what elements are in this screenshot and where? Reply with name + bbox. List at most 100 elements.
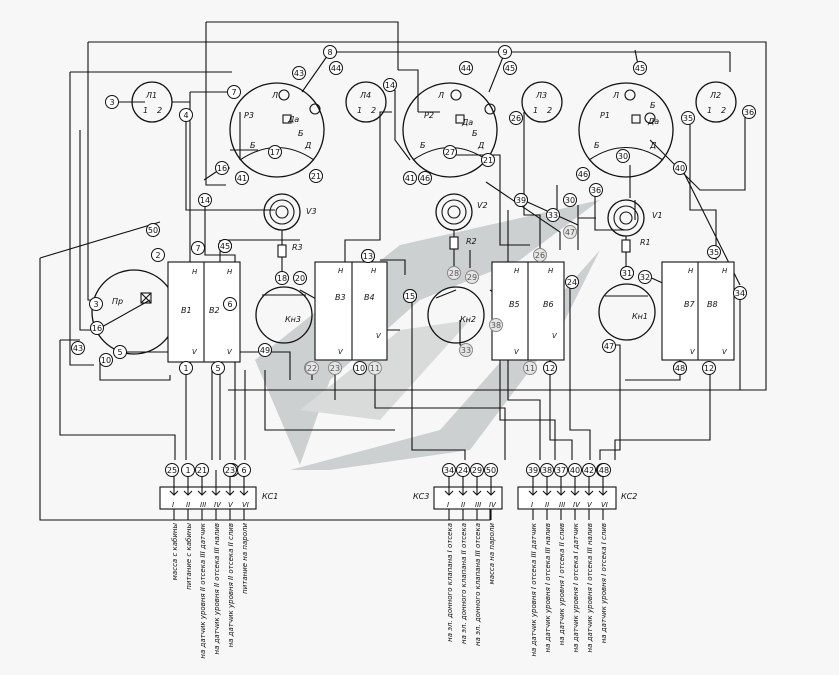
svg-text:V: V <box>514 348 520 356</box>
svg-text:26: 26 <box>511 114 521 123</box>
connector-pin-numeral: III <box>559 501 565 509</box>
svg-text:R2: R2 <box>466 237 477 246</box>
svg-text:Л3: Л3 <box>535 91 547 100</box>
wire-number-tags: 1234567891011121314151617182021222324252… <box>71 45 756 477</box>
svg-text:Да: Да <box>461 118 473 127</box>
wire-tag: 46 <box>576 167 590 181</box>
svg-text:20: 20 <box>295 274 305 283</box>
wire-tag: 16 <box>215 161 229 175</box>
svg-text:В4: В4 <box>364 293 375 302</box>
relay-label: Р2 <box>424 111 434 120</box>
svg-text:В3: В3 <box>335 293 346 302</box>
button-kn2: Кн2 <box>427 286 485 344</box>
wire-tag: 3 <box>89 297 103 311</box>
svg-text:36: 36 <box>591 186 601 195</box>
svg-text:35: 35 <box>683 114 693 123</box>
svg-text:11: 11 <box>525 364 535 373</box>
svg-text:Б: Б <box>650 101 656 110</box>
svg-text:45: 45 <box>635 64 645 73</box>
connector-description: на датчик уровня II отсека III налив <box>213 523 221 655</box>
relay-p3: Р3 Л Б Да Б Д <box>229 82 325 178</box>
wire-tag: 13 <box>361 249 375 263</box>
svg-text:R1: R1 <box>640 238 651 247</box>
svg-text:44: 44 <box>331 64 341 73</box>
switch-block-3: В5 В6 Н Н V V <box>491 261 565 361</box>
svg-text:41: 41 <box>405 174 415 183</box>
svg-text:2: 2 <box>155 251 160 260</box>
wire-tag: 21 <box>481 153 495 167</box>
connector-description: на датчик уровня I отсека III налив <box>586 523 594 652</box>
svg-text:43: 43 <box>73 344 83 353</box>
wire-tag: 46 <box>418 171 432 185</box>
svg-text:45: 45 <box>220 242 230 251</box>
wire-tag: 4 <box>179 108 193 122</box>
svg-text:Н: Н <box>548 267 554 275</box>
wire-tag: 36 <box>589 183 603 197</box>
connector-pin-numeral: IV <box>573 501 581 509</box>
wire-tag: 5 <box>113 345 127 359</box>
svg-text:37: 37 <box>556 466 566 475</box>
svg-text:21: 21 <box>197 466 207 475</box>
svg-text:48: 48 <box>599 466 609 475</box>
lamp-l2: Л2 1 2 <box>695 81 737 123</box>
wire-tag: 34 <box>733 286 747 300</box>
wire-tag: 14 <box>198 193 212 207</box>
wire-tag: 17 <box>268 145 282 159</box>
wire-tag: 7 <box>191 241 205 255</box>
svg-text:40: 40 <box>675 164 685 173</box>
connector-description: на датчик уровня I отсека II слив <box>558 523 566 645</box>
svg-text:27: 27 <box>445 148 455 157</box>
connector-pin-numeral: IV <box>214 501 222 509</box>
wire-tag: 48 <box>597 463 611 477</box>
svg-text:18: 18 <box>277 274 287 283</box>
wire-tag: 9 <box>498 45 512 59</box>
wire-tag: 6 <box>237 463 251 477</box>
svg-text:Н: Н <box>371 267 377 275</box>
wire-tag: 42 <box>582 463 596 477</box>
connector-description: на датчик уровня I отсека I датчик <box>572 522 580 652</box>
svg-text:В6: В6 <box>543 300 554 309</box>
connector-description: на эл. донного клапана III отсека <box>474 523 482 646</box>
connector-pin-numeral: II <box>545 501 549 509</box>
svg-text:Б: Б <box>250 141 256 150</box>
svg-text:39: 39 <box>528 466 538 475</box>
svg-text:Б: Б <box>420 141 426 150</box>
tube-v2: V2 R2 <box>435 193 488 268</box>
wire-tag: 35 <box>681 111 695 125</box>
connector-description: на датчик уровня II отсека II слив <box>227 523 235 647</box>
wire-tag: 1 <box>179 361 193 375</box>
wire-tag: 15 <box>403 289 417 303</box>
svg-text:16: 16 <box>217 164 227 173</box>
svg-text:Да: Да <box>287 115 299 124</box>
svg-text:32: 32 <box>640 273 650 282</box>
wire-tag: 23 <box>328 361 342 375</box>
svg-text:34: 34 <box>735 289 745 298</box>
svg-text:12: 12 <box>545 364 555 373</box>
svg-text:34: 34 <box>444 466 454 475</box>
wire-tag: 10 <box>353 361 367 375</box>
svg-text:В5: В5 <box>509 300 520 309</box>
svg-text:V: V <box>376 332 382 340</box>
svg-text:10: 10 <box>355 364 365 373</box>
svg-text:39: 39 <box>516 196 526 205</box>
connector-description: питание с кабины <box>185 523 193 590</box>
svg-text:Л: Л <box>612 91 619 100</box>
wire-tag: 34 <box>442 463 456 477</box>
wire-tag: 47 <box>602 339 616 353</box>
wire-tag: 40 <box>673 161 687 175</box>
wire-tag: 49 <box>258 343 272 357</box>
svg-text:50: 50 <box>148 226 158 235</box>
wire-tag: 35 <box>707 245 721 259</box>
svg-text:10: 10 <box>101 356 111 365</box>
svg-text:Н: Н <box>688 267 694 275</box>
wire-tag: 39 <box>526 463 540 477</box>
lamp-l1: Л1 1 2 <box>131 81 173 123</box>
svg-text:43: 43 <box>294 69 304 78</box>
connector-description: на датчик уровня I отсека I слив <box>600 523 608 643</box>
connector-description: на датчик уровня I отсека III датчик <box>530 522 538 656</box>
wire-tag: 33 <box>459 343 473 357</box>
